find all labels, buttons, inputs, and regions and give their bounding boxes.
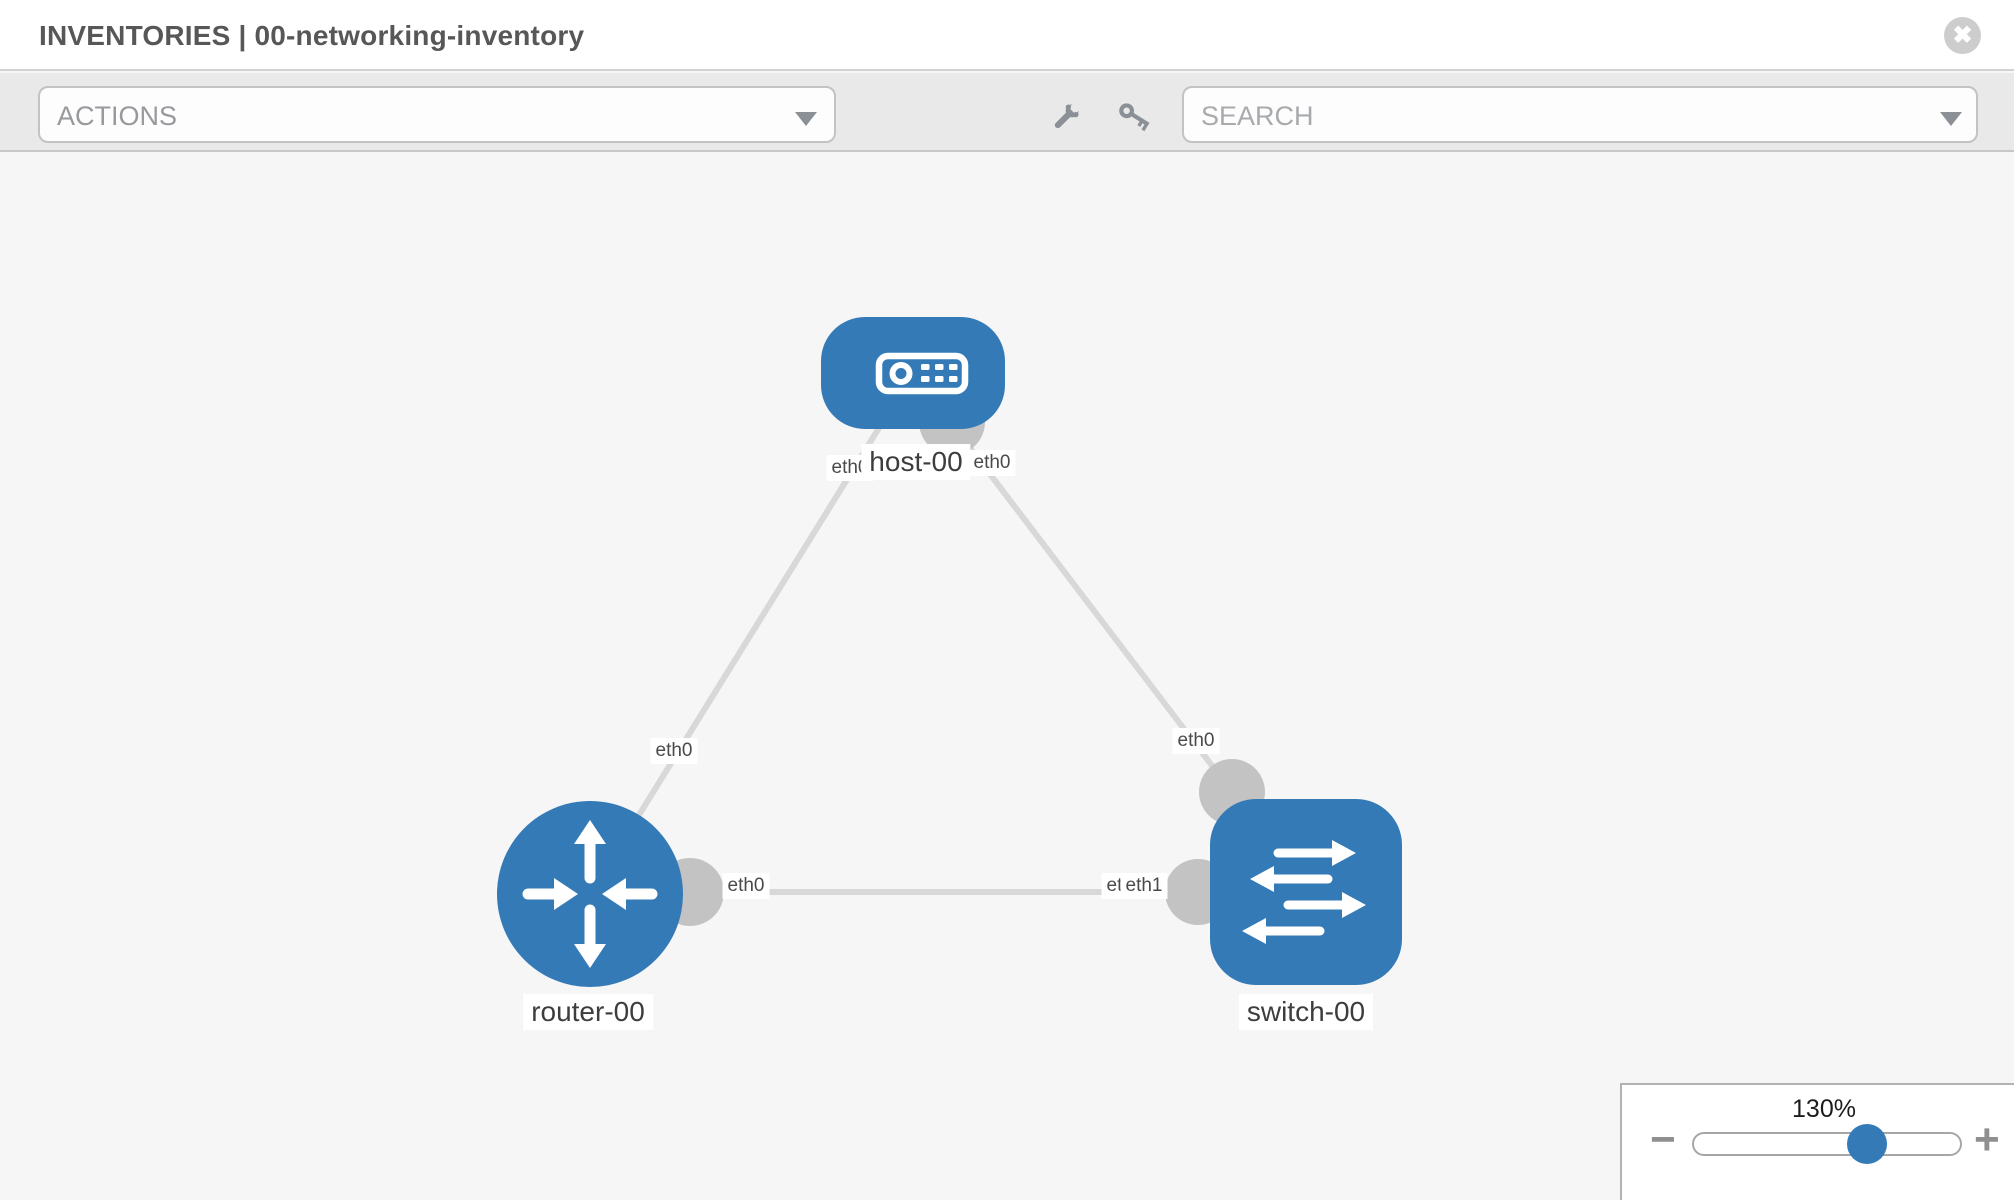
close-button[interactable]: ✖: [1944, 17, 1981, 54]
interface-label-switch-top: eth0: [1172, 728, 1220, 754]
key-icon[interactable]: [1116, 97, 1154, 135]
node-router-00[interactable]: [497, 801, 683, 987]
wrench-glyph: [1054, 98, 1085, 129]
interface-label-host-right: eth0: [968, 450, 1016, 476]
topology-svg: [497, 317, 1402, 987]
switch-icon: [1242, 840, 1366, 944]
node-label-switch-00: switch-00: [1238, 994, 1374, 1030]
router-icon: [522, 820, 658, 968]
close-icon: ✖: [1952, 22, 1973, 49]
node-switch-00[interactable]: [1210, 799, 1402, 985]
chevron-down-icon: [1940, 112, 1962, 126]
node-host-00[interactable]: [821, 317, 1005, 429]
zoom-panel: 130% − +: [1620, 1083, 2014, 1200]
host-icon: [875, 352, 969, 395]
zoom-slider-track[interactable]: [1692, 1124, 1962, 1164]
zoom-in-button[interactable]: +: [1974, 1115, 2000, 1164]
actions-dropdown[interactable]: ACTIONS: [38, 86, 836, 143]
search-placeholder: SEARCH: [1201, 101, 1314, 131]
wrench-icon[interactable]: [1048, 97, 1086, 135]
zoom-slider-thumb[interactable]: [1847, 1124, 1887, 1164]
interface-label-router-right: eth0: [722, 873, 770, 899]
interface-label-switch-left-front: eth1: [1120, 873, 1168, 899]
zoom-out-button[interactable]: −: [1650, 1115, 1676, 1164]
interface-label-router-top: eth0: [650, 738, 698, 764]
topology-canvas[interactable]: eth0 eth0 eth0 eth0 eth0 eth0 eth1 host-…: [0, 154, 2014, 1200]
node-label-router-00: router-00: [523, 994, 653, 1030]
toolbar: ACTIONS SEARCH: [0, 73, 2014, 152]
chevron-down-icon: [795, 112, 817, 126]
page-header: INVENTORIES | 00-networking-inventory ✖: [0, 0, 2014, 71]
page-title: INVENTORIES | 00-networking-inventory: [39, 20, 585, 51]
actions-dropdown-label: ACTIONS: [57, 101, 178, 131]
zoom-level: 130%: [1792, 1095, 1856, 1123]
search-dropdown[interactable]: SEARCH: [1182, 86, 1978, 143]
key-glyph: [1119, 103, 1150, 132]
node-label-host-00: host-00: [861, 444, 971, 480]
